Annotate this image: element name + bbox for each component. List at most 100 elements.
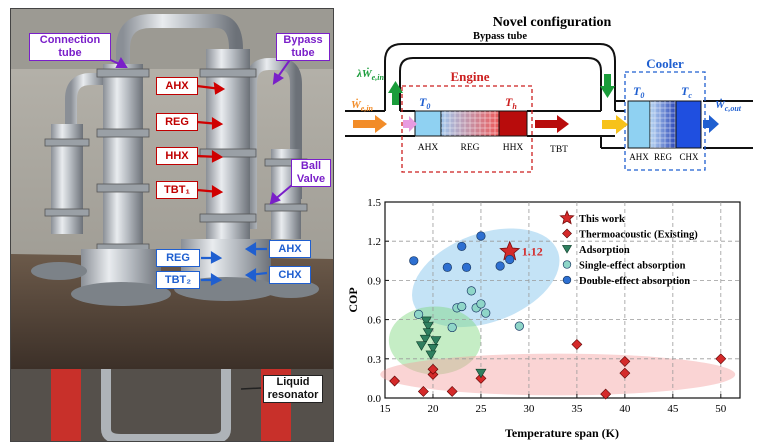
- x-tick-label: 20: [427, 403, 439, 415]
- data-point: [389, 375, 401, 387]
- output-blue-arrow: [703, 115, 719, 133]
- legend-marker: [562, 260, 572, 269]
- cooler-chx: [675, 100, 702, 149]
- engine-ahx: [414, 110, 442, 137]
- y-tick-label: 0.6: [367, 315, 381, 327]
- plot-frame: [384, 201, 741, 399]
- data-point: [461, 262, 472, 272]
- engine-th: Th: [505, 95, 517, 111]
- data-point: [457, 241, 467, 252]
- thermoacoustic-region: [380, 353, 736, 396]
- data-point: [475, 368, 487, 379]
- data-point: [715, 353, 727, 365]
- data-point: [420, 316, 432, 326]
- data-point: [442, 262, 452, 272]
- configuration-schematic: Novel configuration Bypass tube Engine T…: [345, 8, 760, 178]
- cooler-yellow-arrow: [602, 115, 628, 134]
- data-point: [409, 256, 419, 266]
- data-point: [415, 341, 427, 351]
- y-tick-label: 0.9: [367, 275, 381, 287]
- pink-inlet-arrow: [403, 116, 417, 132]
- data-point: [425, 350, 437, 360]
- data-point: [514, 321, 524, 331]
- x-tick-label: 45: [667, 403, 679, 415]
- data-point: [481, 308, 491, 318]
- engine-hhx-label: HHX: [503, 143, 524, 153]
- engine-ahx-label: AHX: [418, 143, 439, 153]
- double-effect-region: [412, 228, 560, 328]
- y-tick-label: 0.3: [367, 354, 381, 366]
- annotation-label: 1.12: [522, 245, 543, 259]
- label-chx: CHX: [269, 266, 311, 284]
- cooler-t0: T0: [633, 84, 644, 100]
- data-point: [466, 286, 476, 296]
- y-axis-label: COP: [346, 287, 360, 312]
- tbt-red-arrow: [535, 115, 569, 133]
- legend-marker: [562, 275, 572, 285]
- data-point: [419, 334, 431, 345]
- cooler-ahx-label: AHX: [629, 152, 649, 162]
- data-point: [422, 321, 434, 332]
- data-point: [447, 322, 457, 333]
- legend-label: Double-effect absorption: [579, 276, 690, 287]
- data-point: [476, 299, 486, 309]
- engine-t0: T0: [419, 95, 430, 111]
- data-point: [495, 261, 505, 271]
- cooler-ahx: [627, 100, 651, 149]
- x-tick-label: 50: [715, 403, 727, 415]
- data-point: [475, 372, 487, 384]
- y-tick-label: 1.2: [367, 236, 381, 248]
- cooler-reg-label: REG: [654, 152, 673, 162]
- cooler-tc: Tc: [681, 84, 692, 100]
- label-reg-lower: REG: [156, 249, 200, 267]
- engine-hhx: [498, 110, 528, 137]
- bypass-tube-label: Bypass tube: [473, 31, 527, 42]
- label-tbt2: TBT₂: [156, 271, 200, 289]
- label-ahx: AHX: [156, 77, 198, 95]
- tbt-label: TBT: [550, 145, 568, 155]
- x-tick-label: 35: [571, 403, 583, 415]
- data-point: [505, 254, 515, 265]
- data-point: [427, 363, 439, 375]
- y-tick-label: 1.5: [367, 197, 381, 209]
- cooler-chx-label: CHX: [679, 152, 699, 162]
- legend-label: Adsorption: [579, 245, 630, 256]
- legend-label: This work: [579, 214, 625, 225]
- schematic-drawing: Novel configuration Bypass tube Engine T…: [345, 15, 753, 173]
- label-ball-valve: Ball Valve: [291, 159, 331, 187]
- data-point: [457, 301, 467, 312]
- legend-marker: [559, 209, 575, 225]
- y-tick-label: 0.0: [367, 393, 381, 405]
- data-point: [571, 339, 583, 350]
- prototype-photo: Connection tube Bypass tube AHX REG HHX …: [10, 8, 334, 442]
- data-point: [619, 355, 631, 367]
- input-power-arrow: [353, 115, 387, 133]
- x-tick-label: 25: [475, 403, 487, 415]
- data-point: [422, 328, 434, 338]
- label-hhx: HHX: [156, 147, 198, 165]
- label-tbt1: TBT₁: [156, 181, 198, 199]
- data-point: [619, 367, 631, 379]
- data-point: [427, 344, 439, 354]
- cooler-label: Cooler: [646, 56, 684, 71]
- lambda-power-arrow-up: [388, 81, 403, 105]
- x-axis-label: Temperature span (K): [505, 426, 619, 440]
- data-point: [417, 386, 429, 397]
- data-point: [413, 309, 424, 319]
- label-ahx-lower: AHX: [269, 240, 311, 258]
- bypass-return-arrow-down: [600, 74, 615, 98]
- data-point: [476, 231, 486, 241]
- data-point: [446, 386, 458, 397]
- label-reg: REG: [156, 113, 198, 131]
- we-in-label: Ẇe,in: [351, 98, 374, 113]
- label-bypass-tube: Bypass tube: [276, 33, 330, 61]
- schematic-title: Novel configuration: [493, 15, 612, 30]
- photo-arrows: [96, 53, 295, 390]
- wc-out-label: Ẇc,out: [715, 98, 742, 113]
- legend-label: Single-effect absorption: [579, 261, 686, 272]
- legend-marker: [561, 245, 573, 254]
- legend-marker: [562, 228, 572, 239]
- engine-box: [401, 85, 533, 173]
